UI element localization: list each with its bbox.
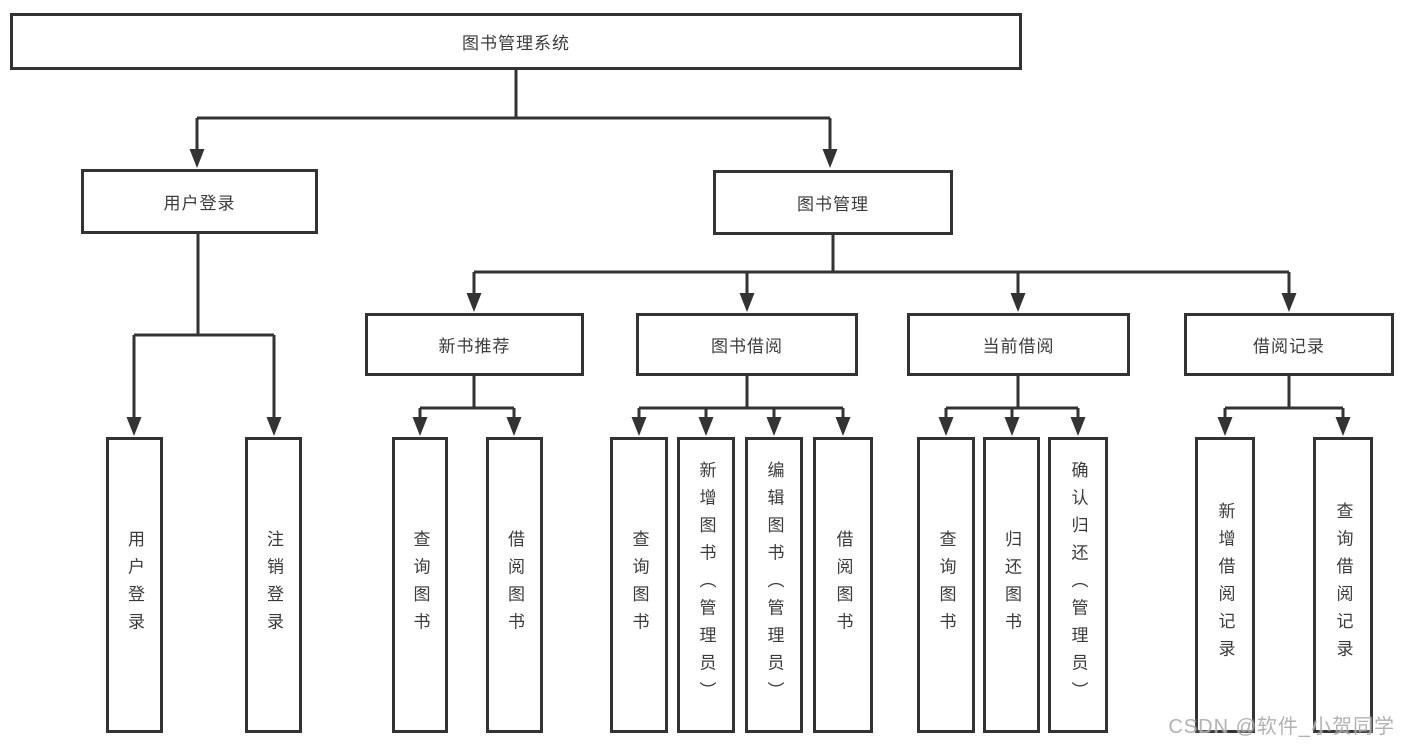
node-book-borrow: 图书借阅	[636, 313, 858, 376]
node-label: 新书推荐	[438, 337, 511, 356]
node-label: 新增借阅记录	[1215, 502, 1235, 668]
node-label: 当前借阅	[982, 337, 1055, 356]
connector-root	[195, 70, 832, 151]
node-label: 查询借阅记录	[1333, 502, 1353, 668]
arrow-icon	[835, 417, 851, 436]
node-label: 编辑图书（管理员）	[764, 461, 784, 709]
arrow-icon	[766, 417, 782, 436]
leaf-query-borrow-record: 查询借阅记录	[1313, 437, 1373, 733]
node-label: 注销登录	[264, 529, 283, 641]
node-label: 图书管理	[797, 195, 869, 214]
leaf-add-book-admin: 新增图书（管理员）	[677, 437, 735, 733]
arrow-icon	[1281, 293, 1297, 312]
leaf-edit-book-admin: 编辑图书（管理员）	[745, 437, 803, 733]
csdn-watermark: CSDN @软件_小贺同学	[1168, 716, 1395, 738]
node-label: 新增图书（管理员）	[696, 461, 716, 709]
node-label: 查询图书	[410, 529, 430, 641]
arrowheads	[126, 149, 1351, 436]
node-label: 查询图书	[936, 529, 956, 641]
node-label: 用户登录	[163, 194, 236, 213]
node-label: 借阅记录	[1253, 337, 1325, 356]
leaf-query-book-3: 查询图书	[917, 437, 975, 733]
arrow-icon	[466, 293, 482, 312]
arrow-icon	[938, 417, 954, 436]
leaf-add-borrow-record: 新增借阅记录	[1195, 437, 1255, 733]
node-label: 图书借阅	[711, 337, 783, 356]
arrow-icon	[822, 149, 838, 168]
arrow-icon	[506, 417, 522, 436]
node-borrow-record: 借阅记录	[1184, 313, 1394, 376]
arrow-icon	[698, 417, 714, 436]
node-current-borrow: 当前借阅	[907, 313, 1130, 376]
connector-new-book-rec	[418, 376, 516, 420]
connector-current-borrow	[944, 376, 1080, 420]
node-label: 确认归还（管理员）	[1068, 461, 1088, 709]
arrow-icon	[266, 417, 282, 436]
node-root-system: 图书管理系统	[10, 13, 1022, 70]
leaf-borrow-book-1: 借阅图书	[486, 437, 543, 733]
node-label: 图书管理系统	[462, 34, 570, 53]
arrow-icon	[1010, 293, 1026, 312]
leaf-confirm-return-admin: 确认归还（管理员）	[1048, 437, 1108, 733]
arrow-icon	[1217, 417, 1233, 436]
node-label: 借阅图书	[505, 529, 524, 641]
arrow-icon	[189, 149, 205, 168]
connector-book-borrow	[637, 376, 845, 420]
leaf-return-book: 归还图书	[983, 437, 1040, 733]
leaf-logout: 注销登录	[245, 437, 302, 733]
node-label: 查询图书	[629, 529, 649, 641]
arrow-icon	[1004, 417, 1020, 436]
connector-book-mgmt	[472, 235, 1291, 296]
node-new-book-recommend: 新书推荐	[365, 313, 584, 376]
arrow-icon	[126, 417, 142, 436]
connector-user-login	[132, 234, 276, 420]
node-label: 归还图书	[1002, 529, 1021, 641]
leaf-query-book-2: 查询图书	[610, 437, 668, 733]
leaf-user-login: 用户登录	[106, 437, 163, 733]
leaf-query-book-1: 查询图书	[392, 437, 448, 733]
leaf-borrow-book-2: 借阅图书	[813, 437, 873, 733]
arrow-icon	[1070, 417, 1086, 436]
arrow-icon	[739, 293, 755, 312]
arrow-icon	[631, 417, 647, 436]
arrow-icon	[412, 417, 428, 436]
arrow-icon	[1335, 417, 1351, 436]
node-user-login: 用户登录	[81, 169, 318, 234]
node-book-management: 图书管理	[713, 170, 953, 235]
node-label: 借阅图书	[833, 529, 853, 641]
node-label: 用户登录	[125, 529, 144, 641]
connector-borrow-record	[1223, 376, 1345, 420]
